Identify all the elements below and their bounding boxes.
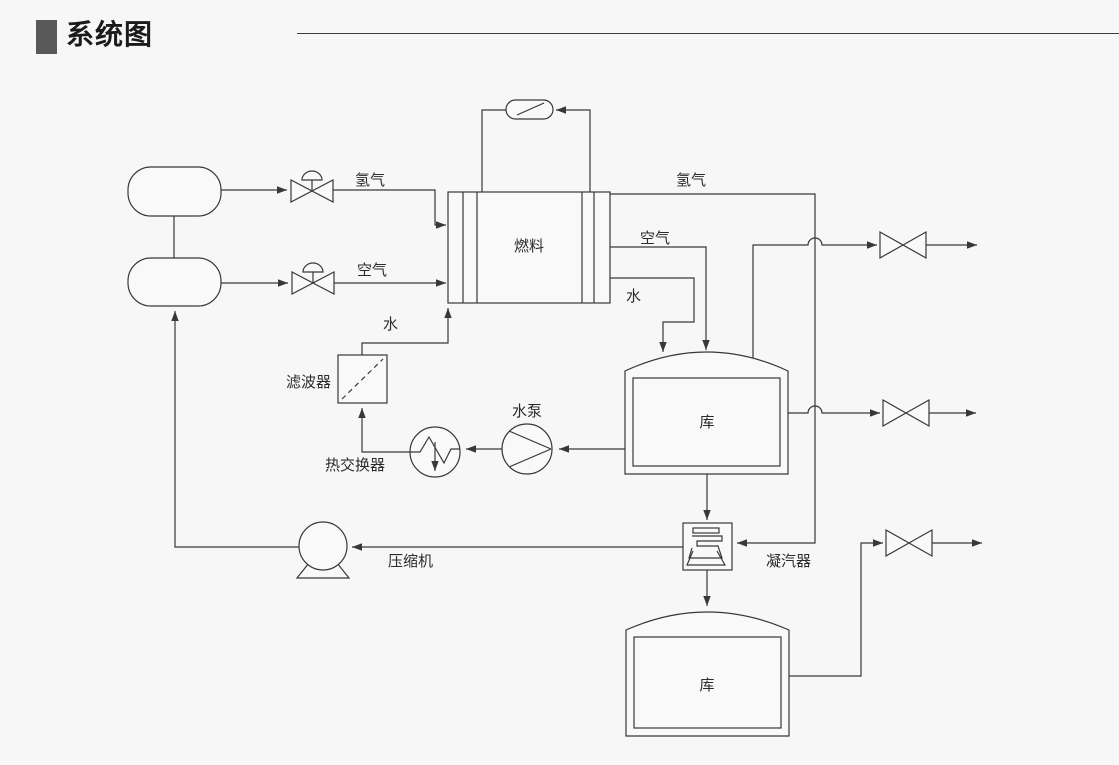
label-water-out: 水 — [626, 288, 641, 305]
label-upper-tank: 库 — [699, 414, 714, 431]
air-supply-tank — [127, 257, 222, 307]
fuel-cell-stack — [447, 191, 611, 304]
pipe-hydrogen-return — [610, 193, 816, 547]
pipe-hydrogen-to-fuelcell — [333, 189, 446, 229]
label-filter: 滤波器 — [286, 374, 331, 391]
pipe-load-right-leg — [556, 106, 591, 192]
label-lower-tank: 库 — [699, 677, 714, 694]
pipe-filter-to-fuelcell — [361, 308, 452, 355]
label-condenser: 凝汽器 — [766, 553, 811, 570]
pipe-compressor-return — [171, 311, 299, 548]
shutoff-valve-2 — [882, 398, 930, 428]
pipe-air-out — [610, 246, 710, 350]
upper-storage-tank — [624, 351, 789, 475]
label-heat-exchanger: 热交换器 — [325, 456, 385, 474]
water-pump — [501, 423, 553, 475]
label-hydrogen-supply: 氢气 — [355, 172, 385, 189]
pipe-load-left-leg — [481, 109, 506, 192]
condenser — [682, 522, 733, 571]
pipe-tank-to-valve1 — [752, 237, 877, 358]
pipe-hx-to-filter — [358, 408, 410, 453]
label-hydrogen-return: 氢气 — [676, 172, 706, 189]
title-rule-line — [297, 33, 1119, 34]
label-air-out: 空气 — [640, 230, 670, 247]
hydrogen-control-valve — [290, 170, 334, 203]
label-water-pump: 水泵 — [512, 403, 542, 420]
label-water-supply: 水 — [383, 316, 398, 333]
heat-exchanger — [409, 426, 461, 478]
filter — [337, 354, 388, 404]
compressor — [295, 521, 351, 579]
label-air-supply: 空气 — [357, 262, 387, 279]
title-accent-square — [36, 20, 57, 54]
electrical-load — [505, 99, 554, 120]
page-title: 系统图 — [66, 19, 154, 50]
label-fuel-cell: 燃料 — [514, 237, 544, 255]
pipe-water-out — [610, 277, 695, 352]
shutoff-valve-1 — [879, 230, 927, 260]
pipe-tank2-to-valve3 — [789, 539, 883, 677]
label-compressor: 压缩机 — [388, 553, 433, 570]
air-control-valve — [291, 262, 335, 295]
lower-storage-tank — [625, 611, 790, 737]
pipes — [171, 106, 982, 677]
pipe-tank-to-valve2 — [788, 405, 880, 417]
hydrogen-supply-tank — [127, 166, 222, 217]
shutoff-valve-3 — [885, 528, 933, 558]
